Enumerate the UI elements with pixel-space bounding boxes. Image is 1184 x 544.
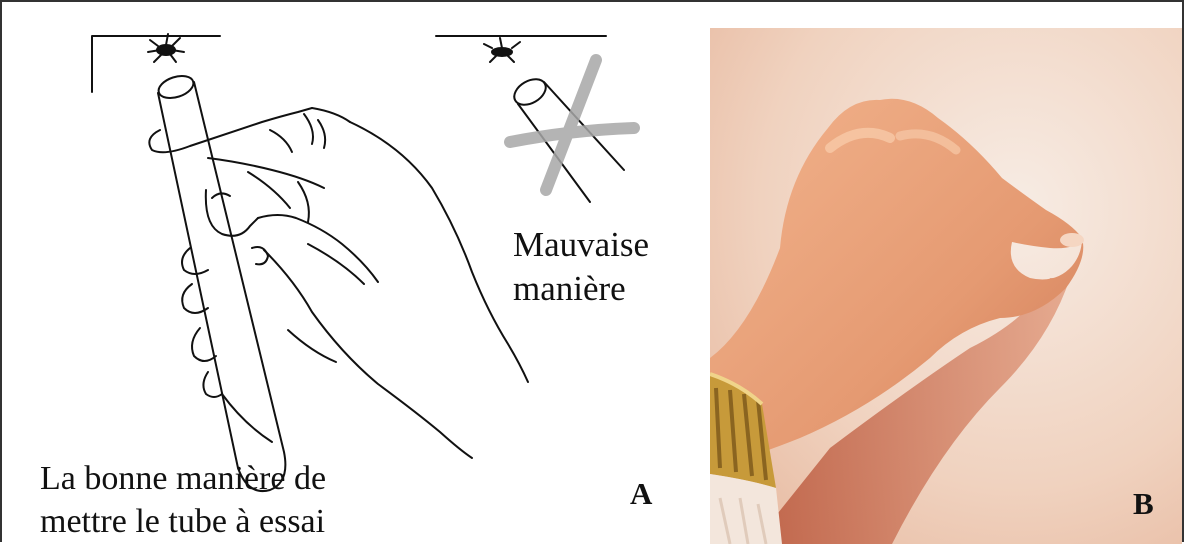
panel-label-b: B	[1133, 486, 1154, 522]
wrong-way-caption-line-2: manière	[513, 267, 683, 311]
hand-photo-illustration	[710, 28, 1182, 544]
insect-right-icon	[484, 38, 520, 62]
panel-label-a: A	[630, 476, 652, 512]
hand-outline	[149, 108, 528, 458]
right-way-caption: La bonne manière de mettre le tube à ess…	[40, 457, 460, 543]
insect-left-icon	[148, 34, 184, 62]
right-way-caption-line-1: La bonne manière de	[40, 457, 460, 500]
wrong-way-caption: Mauvaise manière	[513, 223, 683, 311]
fingertip-highlight	[1060, 233, 1084, 247]
panel-b-photo	[710, 28, 1182, 544]
right-way-caption-line-2: mettre le tube à essai	[40, 500, 460, 543]
wrong-way-caption-line-1: Mauvaise	[513, 223, 683, 267]
